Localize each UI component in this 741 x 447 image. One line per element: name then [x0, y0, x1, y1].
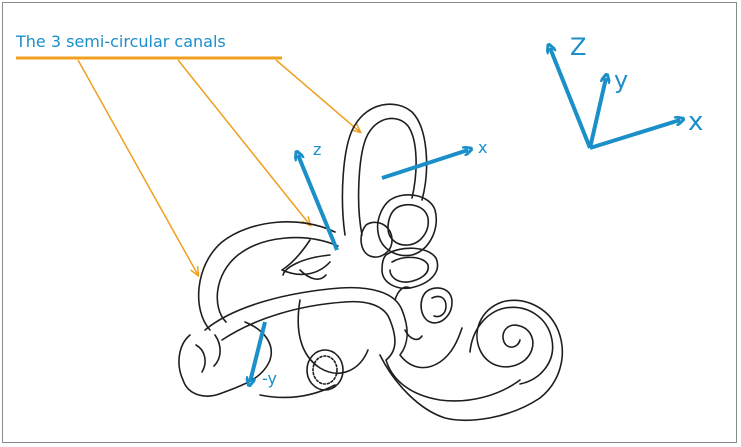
pointer-line-lateral — [177, 59, 310, 225]
inner-ear-drawing — [178, 103, 564, 421]
ear-neg-y-label: -y — [262, 369, 277, 388]
reference-z-label: Z — [570, 33, 586, 61]
ear-z-label: z — [313, 140, 321, 159]
ear-x-label: x — [478, 138, 487, 157]
reference-y-label: y — [614, 66, 628, 94]
ear-z-axis-arrow — [298, 155, 339, 251]
reference-x-label: x — [688, 107, 703, 137]
pointer-line-posterior — [77, 59, 198, 275]
caption-title: The 3 semi-circular canals — [16, 32, 226, 51]
pointer-line-anterior — [275, 59, 360, 132]
reference-y-axis-arrow — [588, 78, 606, 149]
reference-z-axis-arrow — [550, 48, 592, 149]
ear-neg-y-axis-arrow — [250, 321, 267, 382]
ear-x-axis-arrow — [381, 150, 468, 180]
reference-x-axis-arrow — [589, 120, 680, 150]
